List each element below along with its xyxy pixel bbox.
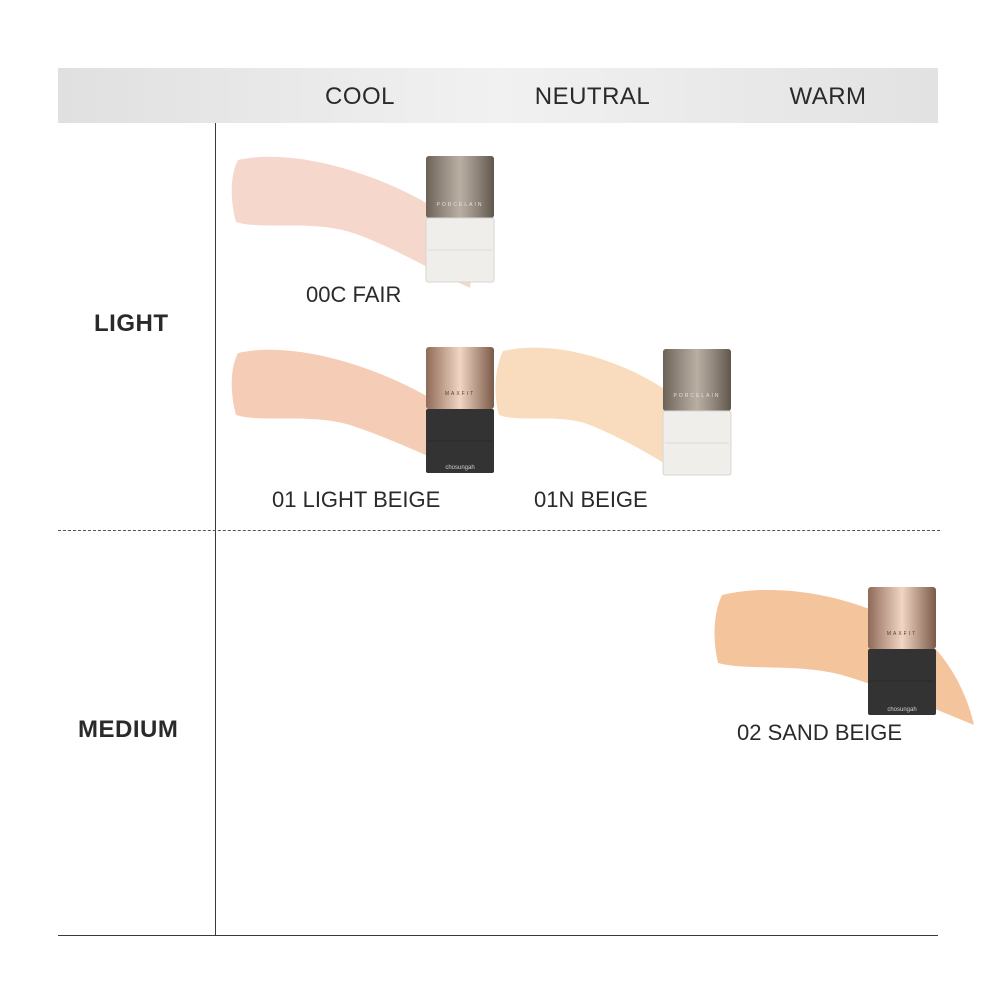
- bottom-border: [58, 935, 938, 936]
- swatch-00c: [231, 156, 471, 288]
- bottle-01n: PORCELAIN: [662, 349, 732, 476]
- column-header-neutral: NEUTRAL: [534, 83, 651, 110]
- shade-01-product: MAXFIT chosungah: [231, 347, 494, 473]
- shade-label-02: 02 SAND BEIGE: [737, 720, 903, 745]
- bottle-text-02: MAXFIT: [887, 631, 917, 637]
- column-header-warm: WARM: [789, 83, 867, 110]
- shade-01n-product: PORCELAIN: [495, 347, 732, 476]
- bottle-02: MAXFIT chosungah: [868, 587, 936, 715]
- row-header-light: LIGHT: [94, 310, 169, 337]
- bottle-text-00c: PORCELAIN: [437, 202, 484, 208]
- swatch-01n: [495, 347, 684, 467]
- shade-00c-product: PORCELAIN: [231, 156, 495, 288]
- column-header-cool: COOL: [324, 83, 395, 110]
- row-header-medium: MEDIUM: [78, 716, 179, 743]
- bottle-text-01: MAXFIT: [445, 391, 475, 397]
- shade-label-01n: 01N BEIGE: [534, 487, 648, 512]
- bottle-01: MAXFIT chosungah: [426, 347, 494, 473]
- shade-02-product: MAXFIT chosungah: [714, 587, 974, 725]
- bottle-text-01n: PORCELAIN: [674, 393, 721, 399]
- bottle-brand-01: chosungah: [445, 465, 474, 471]
- shade-label-00c: 00C FAIR: [306, 282, 402, 307]
- bottle-brand-02: chosungah: [887, 707, 916, 713]
- header-bar: [58, 68, 938, 123]
- row-divider-dashed: [58, 530, 940, 531]
- vertical-divider: [215, 123, 216, 936]
- shade-label-01: 01 LIGHT BEIGE: [272, 487, 441, 512]
- bottle-00c: PORCELAIN: [425, 156, 495, 283]
- swatch-01: [231, 349, 471, 473]
